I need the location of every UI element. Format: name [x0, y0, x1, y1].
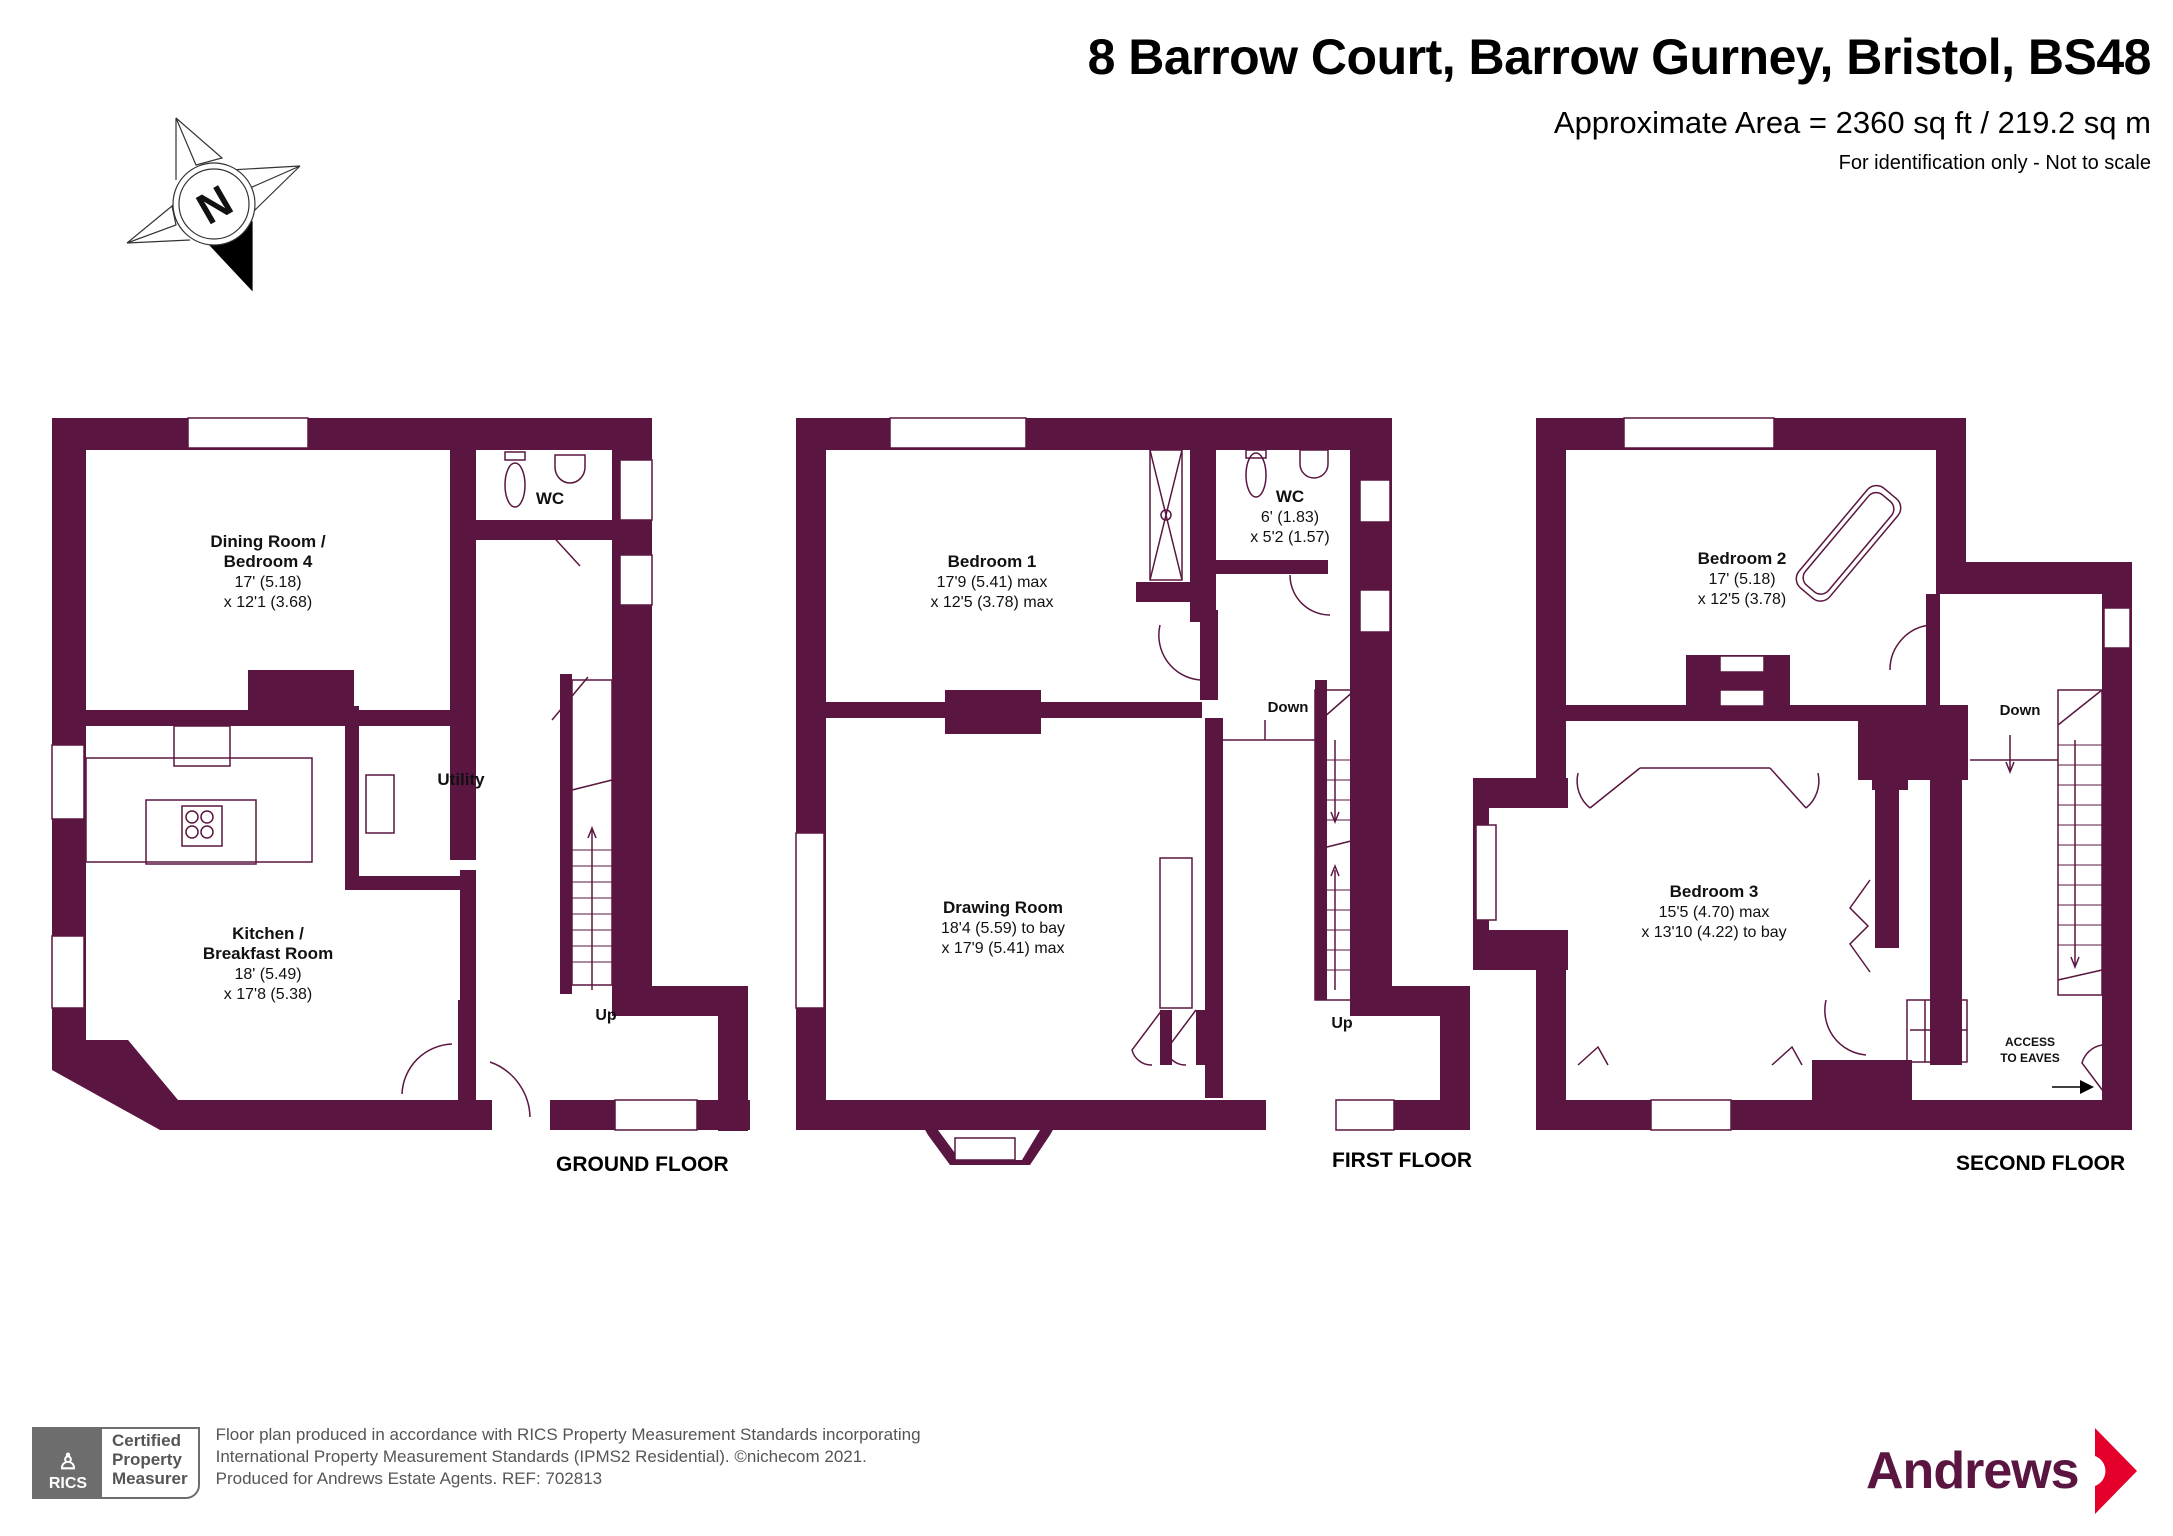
- svg-text:x 12'1 (3.68): x 12'1 (3.68): [224, 594, 312, 611]
- room-label-dining: Dining Room /: [210, 532, 325, 551]
- rics-lion-logo: ♙ RICS: [34, 1429, 102, 1497]
- stairs-up-label-first: Up: [1331, 1015, 1353, 1032]
- svg-text:x 17'9 (5.41) max: x 17'9 (5.41) max: [941, 940, 1064, 957]
- room-label-kitchen: Kitchen /: [232, 924, 304, 943]
- stairs-up-label: Up: [595, 1007, 617, 1024]
- approximate-area: Approximate Area = 2360 sq ft / 219.2 sq…: [1553, 105, 2151, 140]
- second-floor-plan: Bedroom 2 17' (5.18) x 12'5 (3.78) Bedro…: [1473, 417, 2132, 1131]
- room-label-bedroom1: Bedroom 1: [948, 552, 1037, 571]
- stairs-down-label-second: Down: [2000, 702, 2041, 719]
- andrews-logo: Andrews: [1866, 1428, 2139, 1514]
- svg-text:17'9 (5.41) max: 17'9 (5.41) max: [937, 574, 1048, 591]
- first-floor-label: FIRST FLOOR: [1332, 1149, 1472, 1172]
- property-title: 8 Barrow Court, Barrow Gurney, Bristol, …: [1087, 29, 2152, 85]
- svg-text:6' (1.83): 6' (1.83): [1261, 509, 1319, 526]
- ground-floor-label: GROUND FLOOR: [556, 1153, 729, 1176]
- svg-text:x 5'2 (1.57): x 5'2 (1.57): [1250, 529, 1330, 546]
- room-label-wc: WC: [536, 489, 564, 508]
- north-compass-icon: N: [126, 117, 301, 292]
- footer: ♙ RICS Certified Property Measurer Floor…: [32, 1425, 921, 1499]
- svg-text:Bedroom 4: Bedroom 4: [224, 552, 313, 571]
- svg-text:x 12'5 (3.78) max: x 12'5 (3.78) max: [930, 594, 1053, 611]
- room-label-bedroom3: Bedroom 3: [1670, 882, 1759, 901]
- svg-text:x 12'5 (3.78): x 12'5 (3.78): [1698, 591, 1786, 608]
- svg-text:18'4 (5.59) to bay: 18'4 (5.59) to bay: [941, 920, 1065, 937]
- svg-text:18' (5.49): 18' (5.49): [234, 966, 301, 983]
- svg-text:17' (5.18): 17' (5.18): [1708, 571, 1775, 588]
- lion-icon: ♙: [58, 1449, 78, 1474]
- stairs-down-label: Down: [1268, 699, 1309, 716]
- first-floor-plan: Bedroom 1 17'9 (5.41) max x 12'5 (3.78) …: [795, 417, 1470, 1165]
- room-label-wc-first: WC: [1276, 487, 1304, 506]
- room-label-drawing: Drawing Room: [943, 898, 1063, 917]
- svg-text:Breakfast Room: Breakfast Room: [203, 944, 333, 963]
- footer-disclaimer: Floor plan produced in accordance with R…: [215, 1425, 921, 1488]
- svg-text:x 13'10 (4.22) to bay: x 13'10 (4.22) to bay: [1641, 924, 1786, 941]
- rics-certified-badge: ♙ RICS Certified Property Measurer: [32, 1427, 200, 1499]
- room-label-bedroom2: Bedroom 2: [1698, 549, 1787, 568]
- eaves-access-label: ACCESS: [2005, 1035, 2055, 1049]
- svg-text:17' (5.18): 17' (5.18): [234, 574, 301, 591]
- svg-text:TO EAVES: TO EAVES: [2000, 1051, 2060, 1065]
- second-floor-label: SECOND FLOOR: [1956, 1152, 2126, 1175]
- svg-text:15'5 (4.70) max: 15'5 (4.70) max: [1659, 904, 1770, 921]
- svg-text:x 17'8 (5.38): x 17'8 (5.38): [224, 986, 312, 1003]
- scale-note: For identification only - Not to scale: [1838, 152, 2151, 174]
- ground-floor-plan: Dining Room / Bedroom 4 17' (5.18) x 12'…: [51, 417, 750, 1131]
- chevron-arrow-icon: [2094, 1428, 2137, 1514]
- room-label-utility: Utility: [437, 770, 485, 789]
